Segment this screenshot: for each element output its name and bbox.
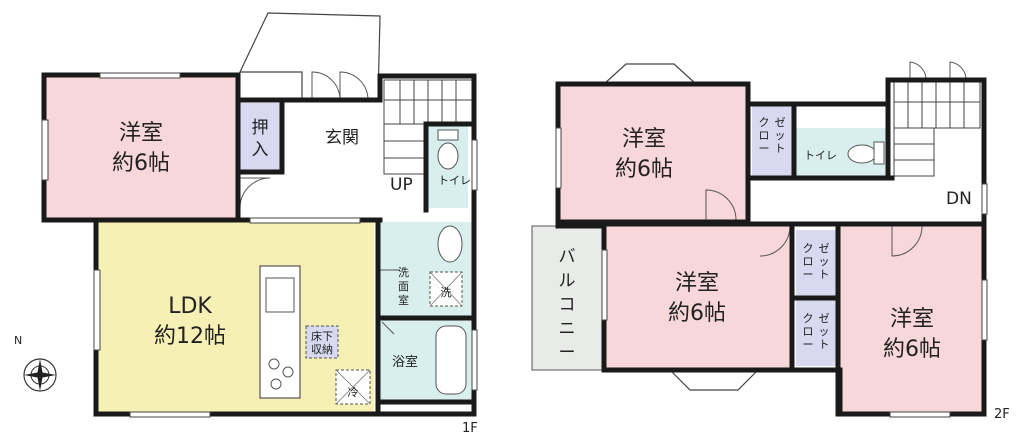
floor-2f: 洋室 約6帖 洋室 約6帖 洋室 約6帖 ク ロ ー ゼ ッ ト ク ロ ー ゼ… [531, 61, 1010, 422]
floor-2f-label: 2F [994, 407, 1010, 422]
svg-text:ゼ: ゼ [819, 312, 830, 325]
walls-1f [41, 72, 477, 417]
svg-text:ッ: ッ [819, 325, 830, 338]
western-room-2f-c-size: 約6帖 [883, 337, 941, 362]
up-label: UP [390, 175, 413, 195]
windows-2f [555, 127, 988, 418]
room-push-closet [240, 103, 280, 173]
closet-label-c: ク ロ ー ゼ ッ ト [803, 312, 830, 351]
svg-text:ト: ト [819, 338, 830, 351]
room-western-2f-a [558, 84, 746, 222]
closet-2f-c [796, 300, 836, 366]
underfloor-storage [305, 325, 339, 359]
underfloor-label-2: 収納 [311, 343, 333, 356]
floor-1f: 洋室 約6帖 押 入 玄関 トイレ UP LDK 約12帖 洗 面 室 洗 浴室… [41, 12, 478, 436]
toilet-2f-label: トイレ [804, 149, 837, 162]
balcony-label: バ ル コ ニ ー [559, 247, 576, 363]
compass-icon: N [14, 334, 60, 395]
kitchen-counter [259, 265, 301, 399]
western-room-2f-b-size: 約6帖 [668, 301, 726, 326]
stairs-2f [893, 79, 981, 177]
svg-text:コ: コ [559, 295, 576, 315]
svg-text:ト: ト [819, 268, 830, 281]
svg-text:ト: ト [775, 142, 786, 155]
svg-text:ク: ク [803, 312, 814, 325]
western-room-2f-a-size: 約6帖 [615, 157, 673, 182]
push-closet-label-1: 押 [252, 118, 269, 138]
bay-window-a [603, 63, 697, 85]
push-closet-label-2: 入 [252, 140, 269, 160]
toilet-1f-label: トイレ [438, 174, 471, 187]
stove-burner-icon [268, 358, 280, 370]
bathroom-label: 浴室 [392, 354, 418, 370]
room-ldk [96, 222, 374, 414]
floor-1f-label: 1F [462, 421, 478, 436]
closet-label-b: ク ロ ー ゼ ッ ト [803, 242, 830, 281]
room-western-1f [44, 75, 238, 220]
washbasin [437, 225, 463, 263]
dn-label: DN [946, 189, 972, 209]
svg-text:ク: ク [759, 116, 770, 129]
room-western-2f-c [840, 226, 982, 414]
bathtub [435, 325, 467, 395]
entrance-label: 玄関 [325, 128, 359, 148]
svg-text:ロ: ロ [759, 129, 770, 142]
western-room-2f-c-name: 洋室 [890, 307, 934, 332]
bay-window-b [669, 369, 759, 391]
svg-text:ロ: ロ [803, 255, 814, 268]
svg-text:ッ: ッ [775, 129, 786, 142]
svg-text:ー: ー [559, 343, 576, 363]
svg-text:室: 室 [398, 293, 409, 307]
svg-text:ゼ: ゼ [775, 116, 786, 129]
stairs-1f [383, 79, 473, 175]
room-western-2f-b [604, 226, 790, 370]
compass-north-label: N [14, 334, 22, 347]
svg-text:ロ: ロ [803, 325, 814, 338]
windows-1f [41, 72, 478, 418]
stove-burner-icon [282, 366, 294, 378]
western-room-1f-name: 洋室 [119, 121, 163, 146]
washroom-label: 洗 [398, 266, 409, 279]
svg-text:ニ: ニ [559, 319, 576, 339]
front-door-swing [311, 71, 341, 101]
toilet-fixture-icon [437, 142, 459, 170]
closet-2f-a [752, 106, 794, 176]
closet-label-a: ク ロ ー ゼ ッ ト [759, 116, 786, 155]
fridge-label: 冷 [348, 386, 359, 399]
underfloor-label-1: 床下 [311, 329, 333, 343]
svg-text:ッ: ッ [819, 255, 830, 268]
porch-outline [239, 12, 381, 101]
walls-2f [555, 77, 987, 417]
svg-text:ゼ: ゼ [819, 242, 830, 255]
stove-burner-icon [270, 378, 282, 390]
western-room-2f-a-name: 洋室 [622, 127, 666, 152]
ldk-size: 約12帖 [154, 324, 226, 349]
closet-2f-b [796, 230, 836, 296]
svg-text:ル: ル [559, 271, 576, 291]
toilet-2f-fixture-icon [847, 144, 877, 164]
western-room-1f-size: 約6帖 [112, 151, 170, 176]
western-room-2f-b-name: 洋室 [675, 271, 719, 296]
svg-text:ー: ー [759, 142, 770, 155]
svg-text:ク: ク [803, 242, 814, 255]
washer-label: 洗 [441, 286, 452, 299]
ldk-name: LDK [168, 294, 212, 319]
kitchen-sink [265, 277, 295, 313]
svg-text:面: 面 [398, 280, 409, 293]
svg-text:ー: ー [803, 268, 814, 281]
svg-text:バ: バ [559, 247, 576, 267]
svg-text:ー: ー [803, 338, 814, 351]
